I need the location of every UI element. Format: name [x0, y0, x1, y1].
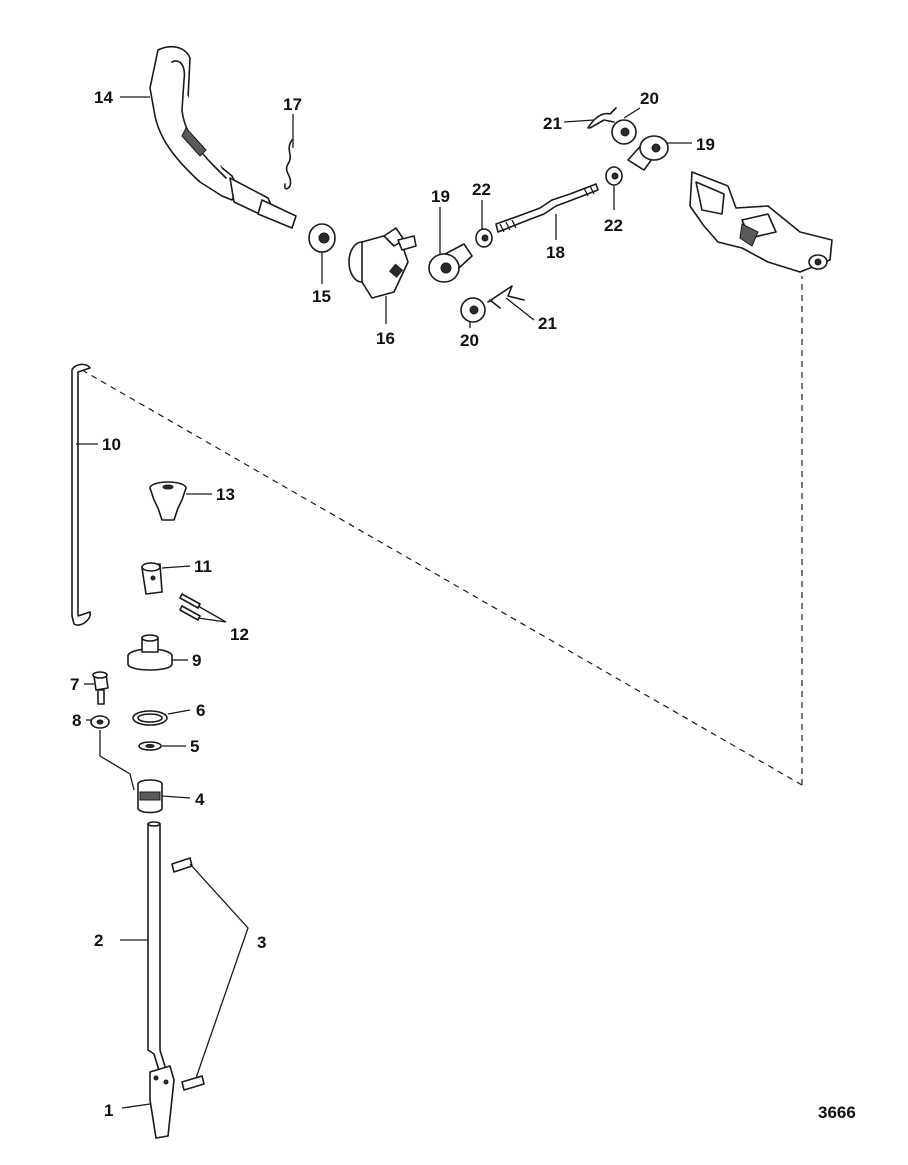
callout-13: 13: [216, 485, 235, 504]
part-22-nut-left: [475, 228, 493, 248]
part-20-washer-upper: [611, 119, 637, 145]
callout-22-left: 22: [472, 180, 491, 199]
callout-21-upper: 21: [543, 114, 562, 133]
part-19-rod-end-right: [627, 135, 669, 171]
callout-21-lower: 21: [538, 314, 557, 333]
part-12-pins: [179, 593, 201, 621]
part-18-link-rod: [495, 183, 599, 233]
part-3-pins: [171, 857, 205, 1091]
callout-19-left: 19: [431, 187, 450, 206]
callout-16: 16: [376, 329, 395, 348]
callout-6: 6: [196, 701, 205, 720]
callout-3: 3: [257, 933, 266, 952]
part-5-washer: [138, 741, 162, 751]
callout-20-upper: 20: [640, 89, 659, 108]
callout-12: 12: [230, 625, 249, 644]
part-22-nut-right: [605, 166, 623, 186]
leader-lines: [76, 96, 692, 1109]
callout-1: 1: [104, 1101, 113, 1120]
callout-20-lower: 20: [460, 331, 479, 350]
callout-17: 17: [283, 95, 302, 114]
part-11-coupler: [141, 562, 163, 595]
part-6-o-ring: [132, 710, 168, 726]
callout-4: 4: [195, 790, 205, 809]
callout-2: 2: [94, 931, 103, 950]
callout-5: 5: [190, 737, 199, 756]
callout-9: 9: [192, 651, 201, 670]
part-14-shift-handle: [149, 45, 297, 229]
callout-11: 11: [194, 557, 212, 576]
callout-22-right: 22: [604, 216, 623, 235]
alignment-line-short: [99, 730, 135, 791]
callout-14: 14: [94, 88, 113, 107]
part-10-long-rod: [71, 363, 91, 626]
part-20-washer-lower: [460, 297, 486, 323]
part-19-rod-end-left: [428, 243, 473, 283]
shift-bracket-assembly: [689, 171, 833, 273]
part-15-washer: [308, 223, 336, 253]
part-2-lower-rod: [147, 821, 167, 1075]
callout-7: 7: [70, 675, 79, 694]
part-4-bushing: [137, 779, 163, 814]
part-1-shift-cam: [149, 1065, 175, 1139]
part-13-grommet: [149, 481, 187, 521]
callout-18: 18: [546, 243, 565, 262]
alignment-line-long: [81, 276, 803, 786]
figure-number: 3666: [818, 1103, 856, 1122]
callout-labels: 14 17 15 16 19 22 18 22 20 21 21 20 19 1…: [70, 88, 715, 1120]
part-8-washer: [90, 715, 110, 729]
part-17-clip: [284, 139, 293, 190]
callout-10: 10: [102, 435, 121, 454]
part-21-clip-lower: [487, 285, 525, 309]
part-7-screw: [92, 671, 109, 705]
callout-19-right: 19: [696, 135, 715, 154]
part-21-clip-upper: [587, 107, 617, 129]
part-9-bushing: [127, 634, 173, 671]
callout-8: 8: [72, 711, 81, 730]
callout-15: 15: [312, 287, 331, 306]
part-16-shift-lever: [348, 227, 417, 299]
